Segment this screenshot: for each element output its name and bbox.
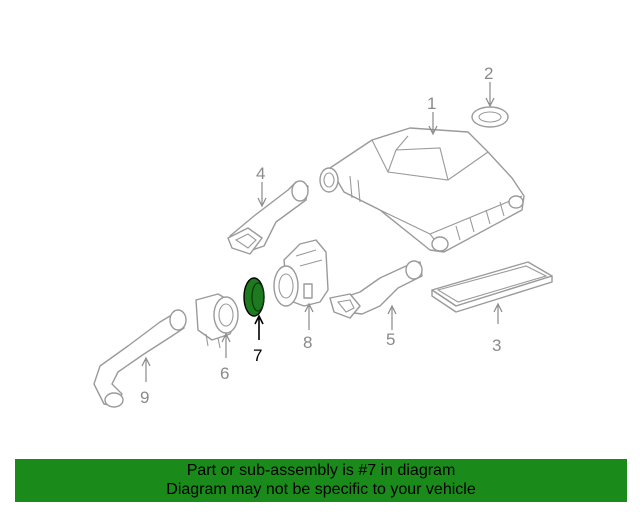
- parts-diagram: 1 2 3 4 5 6 7 8 9: [93, 64, 553, 408]
- part-8-maf-housing[interactable]: [273, 239, 329, 307]
- part-1-air-cleaner-housing[interactable]: [319, 127, 525, 253]
- part-7-seal[interactable]: [243, 277, 265, 317]
- callout-2: 2: [484, 64, 493, 83]
- part-6-clamp[interactable]: [195, 293, 239, 349]
- callout-4: 4: [256, 164, 265, 183]
- part-2-grommet[interactable]: [471, 106, 509, 128]
- info-banner: Part or sub-assembly is #7 in diagram Di…: [15, 459, 627, 502]
- part-9-intake-hose[interactable]: [93, 309, 187, 408]
- leader-lines: [141, 82, 503, 382]
- part-3-air-filter[interactable]: [431, 261, 553, 313]
- callout-1: 1: [427, 94, 436, 113]
- callout-9: 9: [140, 388, 149, 407]
- callout-5: 5: [386, 330, 395, 349]
- callout-6: 6: [220, 364, 229, 383]
- part-4-intake-duct[interactable]: [227, 180, 309, 255]
- callout-7: 7: [253, 346, 262, 365]
- callout-8: 8: [303, 333, 312, 352]
- callout-3: 3: [492, 336, 501, 355]
- banner-line-1: Part or sub-assembly is #7 in diagram: [186, 462, 456, 479]
- part-5-intake-duct[interactable]: [329, 260, 423, 319]
- banner-line-2: Diagram may not be specific to your vehi…: [166, 481, 476, 498]
